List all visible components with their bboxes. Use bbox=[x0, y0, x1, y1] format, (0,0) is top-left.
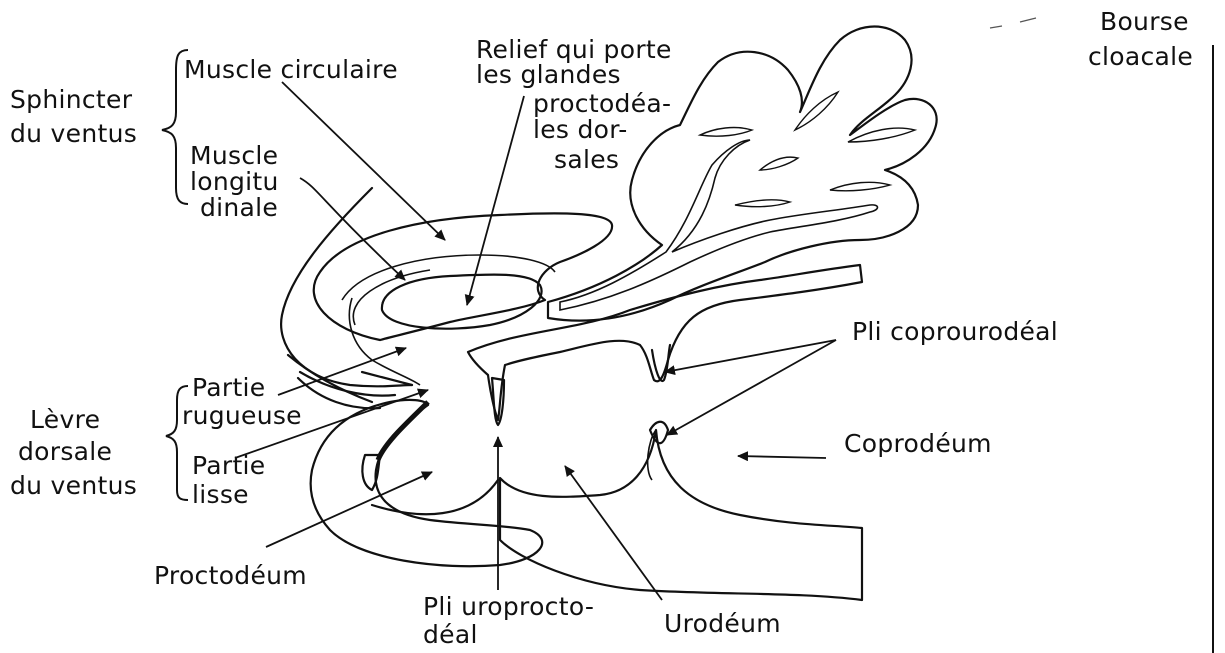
leader-pli-coprourodeal-2 bbox=[667, 340, 836, 435]
braces bbox=[162, 50, 188, 500]
leader-proctodeum bbox=[266, 472, 432, 547]
scan-marks bbox=[990, 18, 1036, 28]
leader-lines bbox=[235, 82, 836, 600]
label-sphincter-line2: du ventus bbox=[10, 119, 137, 148]
label-muscle-long-line1: Muscle bbox=[190, 141, 278, 170]
label-proctodeum: Proctodéum bbox=[154, 561, 307, 590]
ventral-wall-shape bbox=[311, 400, 862, 600]
leader-partie-rugueuse bbox=[278, 348, 406, 395]
label-relief-line3: proctodéa- bbox=[533, 89, 671, 118]
leader-coprodeum bbox=[738, 456, 826, 458]
label-relief-line4: les dor- bbox=[533, 115, 628, 144]
label-muscle-circulaire: Muscle circulaire bbox=[184, 55, 398, 84]
label-levre-line1: Lèvre bbox=[30, 405, 100, 434]
label-pli-uroproctodeal-line1: Pli uroprocto- bbox=[423, 592, 594, 621]
label-bourse-line2: cloacale bbox=[1088, 42, 1193, 71]
label-bourse-line1: Bourse bbox=[1100, 7, 1189, 36]
leader-muscle-longitudinale bbox=[300, 178, 405, 280]
label-partie-lisse-line1: Partie bbox=[192, 451, 265, 480]
label-muscle-long-line2: longitu bbox=[190, 167, 279, 196]
label-levre-line2: dorsale bbox=[18, 437, 112, 466]
label-partie-lisse-line2: lisse bbox=[192, 480, 249, 509]
label-muscle-long-line3: dinale bbox=[200, 193, 278, 222]
leader-muscle-circulaire bbox=[282, 82, 445, 240]
label-pli-uroproctodeal-line2: déal bbox=[423, 620, 478, 649]
label-levre-line3: du ventus bbox=[10, 471, 137, 500]
outer-contours bbox=[281, 188, 420, 408]
label-relief-line5: sales bbox=[554, 145, 619, 174]
label-partie-rugueuse-line1: Partie bbox=[192, 373, 265, 402]
urodeal-mucosa-shape bbox=[468, 265, 862, 443]
label-coprodeum: Coprodéum bbox=[844, 429, 992, 458]
label-pli-coprourodeal: Pli coprourodéal bbox=[852, 317, 1058, 346]
label-urodeum: Urodéum bbox=[664, 609, 781, 638]
label-partie-rugueuse-line2: rugueuse bbox=[182, 401, 302, 430]
leader-pli-coprourodeal-1 bbox=[665, 340, 836, 372]
labels: Bourse cloacale Sphincter du ventus Musc… bbox=[10, 7, 1193, 649]
label-sphincter-line1: Sphincter bbox=[10, 85, 133, 114]
label-relief-line2: les glandes bbox=[476, 60, 621, 89]
